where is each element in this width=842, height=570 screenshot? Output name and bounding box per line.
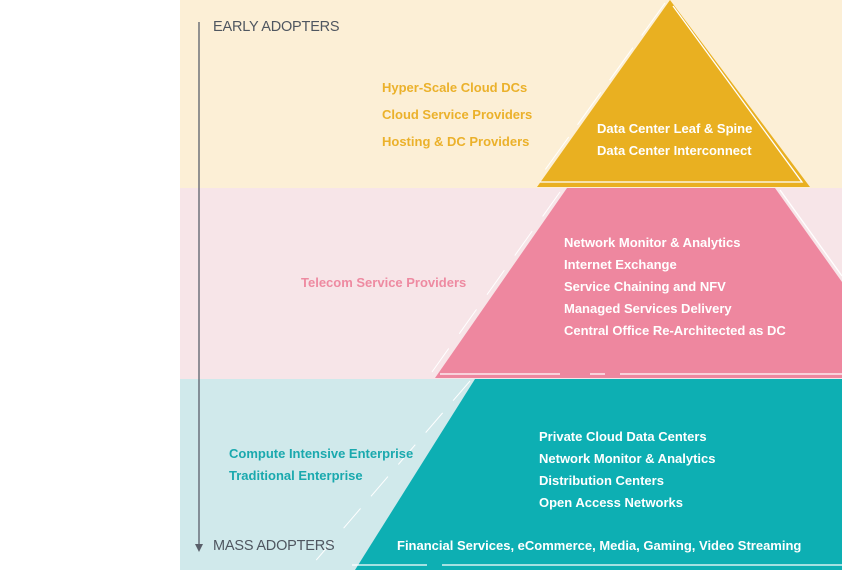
tier-middle-edge: [779, 189, 842, 277]
use-case: Network Monitor & Analytics: [564, 235, 741, 250]
middle-use-cases: Network Monitor & Analytics Internet Exc…: [564, 232, 786, 342]
bottom-use-cases: Private Cloud Data Centers Network Monit…: [539, 426, 715, 514]
bottom-footer-industries: Financial Services, eCommerce, Media, Ga…: [397, 538, 802, 553]
top-use-cases: Data Center Leaf & Spine Data Center Int…: [597, 118, 752, 162]
segment: Compute Intensive Enterprise: [229, 446, 414, 461]
early-adopters-label: EARLY ADOPTERS: [213, 19, 340, 35]
tier-middle-dash: [431, 191, 561, 373]
pyramid-tier-top: [537, 0, 810, 187]
middle-segment: Telecom Service Providers: [301, 275, 467, 290]
use-case: Data Center Leaf & Spine: [597, 121, 753, 136]
use-case: Distribution Centers: [539, 473, 664, 488]
segment: Traditional Enterprise: [229, 468, 363, 483]
bottom-segments: Compute Intensive Enterprise Traditional…: [229, 443, 413, 487]
top-segments: Hyper-Scale Cloud DCs Cloud Service Prov…: [382, 77, 532, 158]
use-case: Private Cloud Data Centers: [539, 429, 707, 444]
tier-top-outline: [540, 5, 804, 183]
mass-adopters-label: MASS ADOPTERS: [213, 538, 335, 554]
use-case: Network Monitor & Analytics: [539, 451, 716, 466]
use-case: Managed Services Delivery: [564, 301, 732, 316]
pyramid-tier-middle: [435, 188, 842, 378]
segment: Hosting & DC Providers: [382, 134, 530, 149]
use-case: Central Office Re-Architected as DC: [564, 323, 786, 338]
segment: Cloud Service Providers: [382, 107, 533, 122]
tier-top-dash: [544, 2, 666, 171]
use-case: Internet Exchange: [564, 257, 677, 272]
use-case: Open Access Networks: [539, 495, 684, 510]
use-case: Data Center Interconnect: [597, 143, 752, 158]
pyramid-tier-bottom: [355, 379, 842, 570]
segment: Hyper-Scale Cloud DCs: [382, 80, 528, 95]
arrow-down-icon: [195, 544, 203, 552]
use-case: Service Chaining and NFV: [564, 279, 726, 294]
